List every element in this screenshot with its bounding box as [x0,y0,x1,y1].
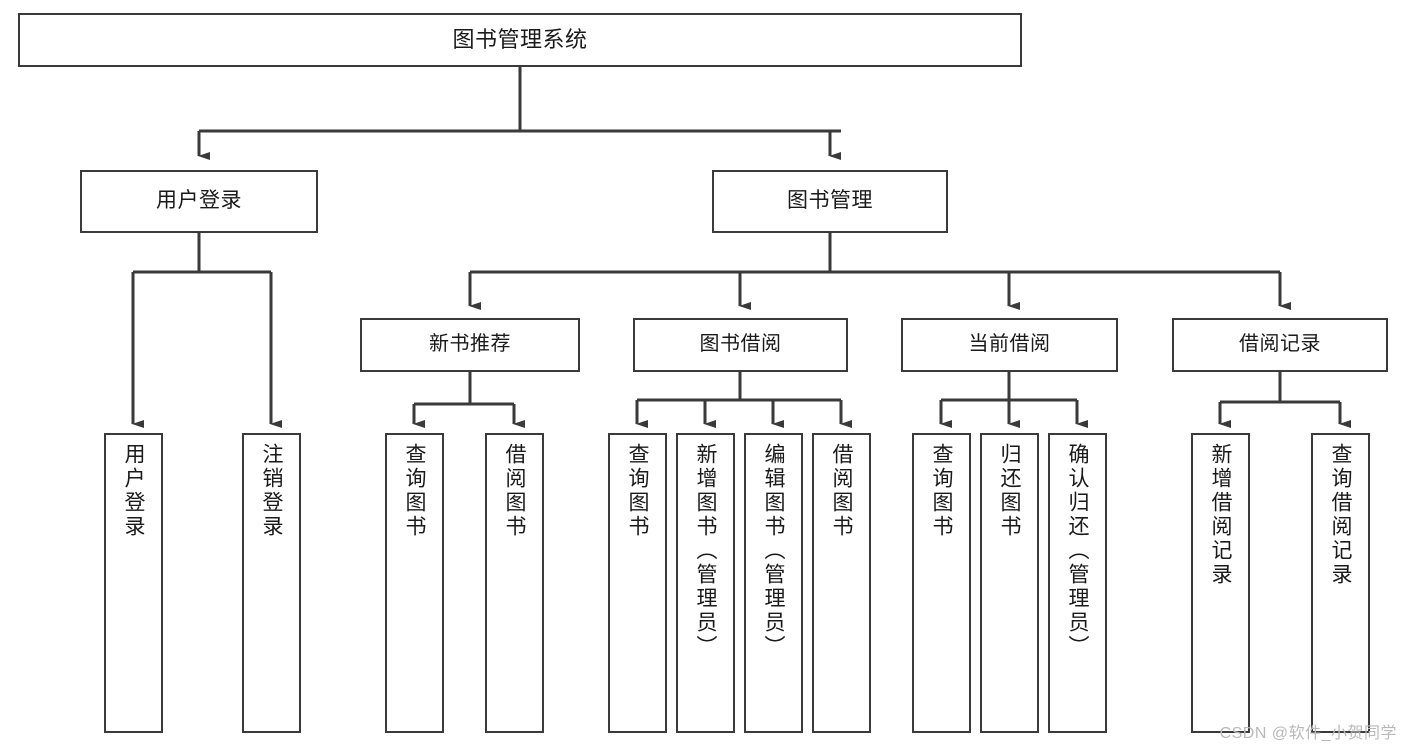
leaf-return-book[interactable]: 归还图书 [980,433,1039,733]
node-borrow-record[interactable]: 借阅记录 [1172,318,1388,372]
node-root-book-management-system[interactable]: 图书管理系统 [18,13,1022,67]
node-label: 编辑图书（管理员） [762,443,785,659]
leaf-add-record[interactable]: 新增借阅记录 [1191,433,1250,733]
node-label: 图书借阅 [699,333,782,356]
leaf-query-book-1[interactable]: 查询图书 [385,433,444,733]
node-label: 借阅图书 [503,443,526,539]
node-label: 借阅记录 [1239,333,1321,356]
leaf-user-login[interactable]: 用户登录 [104,433,163,733]
leaf-query-record[interactable]: 查询借阅记录 [1311,433,1370,733]
node-label: 新增图书（管理员） [694,443,717,659]
node-label: 查询图书 [626,443,649,539]
node-label: 新书推荐 [429,333,511,356]
node-label: 归还图书 [998,443,1021,539]
node-label: 图书管理 [787,189,873,213]
node-label: 查询图书 [930,443,953,539]
leaf-query-book-3[interactable]: 查询图书 [912,433,971,733]
leaf-logout[interactable]: 注销登录 [242,433,301,733]
leaf-borrow-book-2[interactable]: 借阅图书 [812,433,871,733]
node-label: 新增借阅记录 [1209,443,1232,587]
node-label: 查询借阅记录 [1329,443,1352,587]
node-new-book-recommend[interactable]: 新书推荐 [360,318,580,372]
node-label: 用户登录 [122,443,145,539]
node-current-borrow[interactable]: 当前借阅 [901,318,1118,372]
node-label: 用户登录 [156,189,242,213]
leaf-add-book[interactable]: 新增图书（管理员） [676,433,735,733]
node-user-login[interactable]: 用户登录 [80,170,318,233]
node-label: 图书管理系统 [452,27,588,53]
leaf-confirm-return[interactable]: 确认归还（管理员） [1048,433,1107,733]
node-label: 确认归还（管理员） [1066,443,1089,659]
leaf-query-book-2[interactable]: 查询图书 [608,433,667,733]
node-label: 当前借阅 [968,333,1051,356]
node-label: 查询图书 [403,443,426,539]
leaf-edit-book[interactable]: 编辑图书（管理员） [744,433,803,733]
node-label: 借阅图书 [830,443,853,539]
leaf-borrow-book-1[interactable]: 借阅图书 [485,433,544,733]
watermark-text: CSDN @软件_小贺同学 [1219,725,1397,742]
node-book-borrow[interactable]: 图书借阅 [633,318,848,372]
node-label: 注销登录 [260,443,283,539]
node-book-management[interactable]: 图书管理 [712,170,948,233]
